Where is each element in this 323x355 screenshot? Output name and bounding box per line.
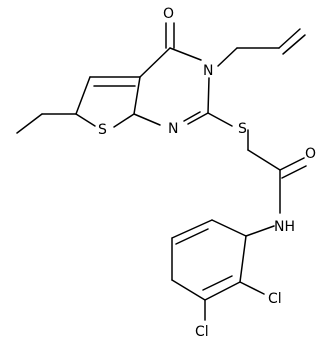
ketone-oxygen-label: O (163, 6, 174, 22)
pyrimidinone-ring (133, 47, 210, 126)
thioether-linker (207, 112, 281, 171)
ring-nitrogen-label: N (203, 63, 213, 79)
amide-group (245, 157, 307, 237)
dichlorophenyl-ring (171, 219, 265, 321)
thiophene-ring (75, 76, 141, 128)
amide-nitrogen-label: NH (274, 219, 295, 235)
thiophene-sulfur-label: S (98, 122, 107, 138)
allyl-group (217, 28, 306, 67)
ethyl-group (16, 113, 77, 134)
chlorine-ortho-label: Cl (268, 291, 282, 307)
amide-oxygen-label: O (305, 146, 316, 162)
chlorine-meta-label: Cl (195, 324, 209, 340)
thioether-sulfur-label: S (238, 121, 247, 137)
ring-nitrogen-lower-label: N (168, 121, 178, 137)
ketone-group (165, 22, 175, 49)
